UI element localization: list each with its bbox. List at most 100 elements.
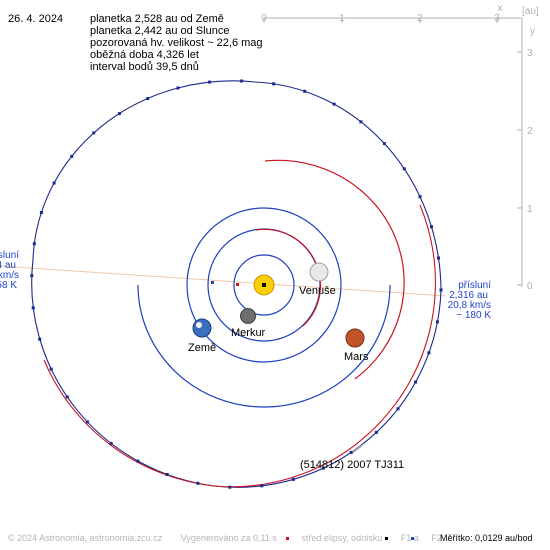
- x-tick-label-1: 1: [339, 13, 345, 24]
- orbit-point: [321, 466, 325, 470]
- footer: © 2024 Astronomia, astronomia.zcu.cz Vyg…: [8, 533, 458, 543]
- y-tick-label-0: 0: [527, 281, 533, 292]
- apsis-line: [0, 265, 447, 297]
- asteroid-orbit: [31, 80, 442, 488]
- orbit-point: [85, 420, 89, 424]
- perihelion-right-distance: 2,316 au: [449, 290, 488, 301]
- orbit-point: [31, 306, 35, 310]
- asteroid-label: (514812) 2007 TJ311: [300, 459, 404, 471]
- orbit-point: [196, 481, 200, 485]
- scale-label: Měřítko: 0,0129 au/bod: [440, 533, 533, 543]
- mercury-orbit: [233, 254, 295, 316]
- orbit-point: [165, 473, 169, 476]
- mercury: [240, 308, 256, 324]
- earth-orbit: [186, 207, 342, 363]
- info-panel: planetka 2,528 au od Země planetka 2,442…: [90, 13, 263, 73]
- info-earth-distance: planetka 2,528 au od Země: [90, 13, 224, 25]
- mercury-label: Merkur: [231, 327, 266, 339]
- x-tick-label-2: 2: [417, 13, 423, 24]
- x-axis-label: x: [498, 3, 503, 14]
- orbit-point: [136, 459, 140, 463]
- y-axis-label: y: [530, 26, 535, 37]
- y-tick-label-3: 3: [527, 48, 533, 59]
- orbit-point: [303, 89, 307, 93]
- axis-unit-label: [au]: [522, 6, 539, 17]
- orbit-point: [208, 80, 211, 84]
- footer-legend-f2: F2: [431, 533, 442, 543]
- axes: 0 1 2 3 x [au] y 3 2 1 0: [261, 3, 539, 292]
- legend-center-marker: [286, 537, 289, 540]
- orbit-point: [414, 380, 418, 384]
- orbit-point: [430, 225, 433, 229]
- venus: [309, 262, 329, 282]
- orbit-point: [291, 477, 295, 481]
- orbit-point: [332, 102, 336, 106]
- ellipse-center-marker: [236, 283, 239, 286]
- orbit-point: [418, 195, 422, 199]
- venus-label: Venuše: [299, 285, 336, 297]
- legend-f1-marker: [385, 537, 388, 540]
- orbit-point: [70, 154, 74, 158]
- legend-f2-marker: [411, 537, 414, 540]
- info-magnitude: pozorovaná hv. velikost ~ 22,6 mag: [90, 37, 263, 49]
- y-tick-label-1: 1: [527, 204, 533, 215]
- orbit-point: [39, 211, 43, 214]
- mars-orbit: [137, 284, 391, 408]
- orbit-point: [49, 367, 53, 371]
- earth-land: [196, 322, 202, 328]
- perihelion-right-speed: 20,8 km/s: [448, 300, 491, 311]
- orbit-point: [32, 242, 36, 246]
- info-sun-distance: planetka 2,442 au od Slunce: [90, 25, 230, 37]
- mars-orbit-red-arc: [264, 159, 405, 380]
- footer-generated: Vygenerováno za 0,11 s: [180, 533, 277, 543]
- orbit-point: [240, 79, 244, 83]
- x-tick-label-3: 3: [494, 13, 500, 24]
- earth: [192, 318, 212, 338]
- venus-orbit-red-arc: [255, 228, 322, 327]
- info-point-interval: interval bodů 39,5 dnů: [90, 61, 199, 73]
- orbit-points: [30, 79, 443, 489]
- orbit-point: [38, 337, 42, 341]
- date-label: 26. 4. 2024: [8, 13, 64, 25]
- orbit-point: [349, 450, 353, 454]
- orbit-point: [109, 441, 113, 445]
- orbit-point: [260, 484, 264, 488]
- mars-label: Mars: [344, 351, 369, 363]
- orbit-point: [382, 142, 386, 146]
- orbit-point: [65, 395, 69, 399]
- focus-f2-marker: [211, 281, 214, 284]
- orbit-point: [374, 430, 378, 434]
- y-tick-label-2: 2: [527, 126, 533, 137]
- perihelion-left-distance: 4 au: [0, 260, 16, 271]
- orbit-point: [402, 167, 406, 171]
- orbit-point: [228, 485, 232, 489]
- perihelion-right-title: přísluní: [458, 280, 491, 291]
- orbit-point: [427, 351, 431, 355]
- info-period: oběžná doba 4,326 let: [90, 49, 199, 61]
- perihelion-left-title: přísluní: [0, 250, 19, 261]
- sun-focus-marker: [262, 283, 266, 287]
- orbit-point: [437, 256, 440, 260]
- orbit-point: [52, 181, 56, 185]
- earth-label: Země: [188, 342, 216, 354]
- perihelion-right-temp: ~ 180 K: [456, 310, 491, 321]
- perihelion-left-speed: km/s: [0, 270, 19, 281]
- footer-copyright: © 2024 Astronomia, astronomia.zcu.cz: [8, 533, 163, 543]
- orbit-point: [117, 112, 121, 116]
- asteroid-position-marker: [352, 445, 362, 453]
- x-tick-label-0: 0: [261, 13, 267, 24]
- orbit-point: [30, 274, 34, 278]
- mars: [345, 328, 365, 348]
- orbit-point: [176, 86, 180, 90]
- orbit-point: [272, 82, 276, 86]
- orbit-point: [92, 131, 96, 135]
- perihelion-left-temp: 58 K: [0, 280, 17, 291]
- orbit-point: [146, 97, 150, 100]
- footer-legend-center: střed elipsy, odnisku: [301, 533, 383, 543]
- orbit-point: [439, 288, 443, 292]
- orbit-point: [435, 320, 439, 324]
- asteroid-orbit-red-part: [43, 204, 436, 488]
- footer-legend-f1: F1 a: [400, 533, 419, 543]
- orbit-point: [359, 120, 363, 124]
